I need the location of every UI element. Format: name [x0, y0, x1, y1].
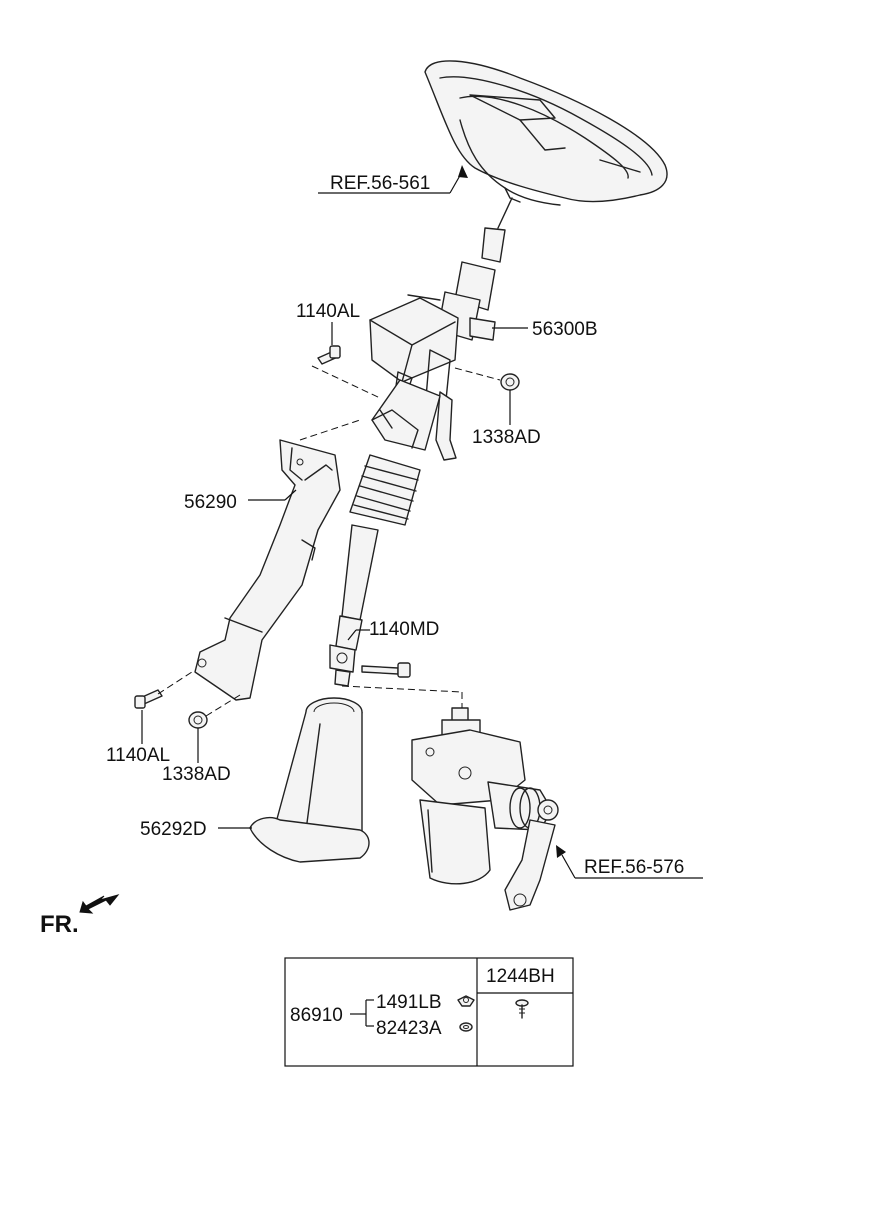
clip-icon [457, 995, 475, 1007]
bolt-1140AL-bottom [134, 689, 163, 709]
label-1140MD: 1140MD [369, 619, 439, 640]
parts-table: 1244BH 86910 1491LB 82423A [284, 957, 574, 1067]
bracket-56290 [194, 439, 341, 701]
table-sub-part-1491LB: 1491LB [376, 992, 442, 1013]
washer-icon [459, 1022, 473, 1032]
label-56300B: 56300B [532, 319, 598, 340]
nut-1338AD-bottom [188, 711, 208, 729]
screw-icon [515, 999, 529, 1019]
label-1338AD-right: 1338AD [472, 427, 541, 448]
leader-lines [141, 165, 703, 879]
label-1338AD-bottom: 1338AD [162, 764, 231, 785]
bolt-1140MD [361, 662, 411, 678]
table-part-86910: 86910 [290, 1005, 343, 1026]
steering-wheel [424, 60, 668, 206]
label-ref-56-576: REF.56-576 [584, 857, 684, 878]
front-arrow-icon [79, 894, 120, 914]
bolt-1140AL-top [317, 345, 341, 365]
steering-gearbox [411, 707, 559, 911]
table-sub-part-82423A: 82423A [376, 1018, 442, 1039]
label-1140AL-top: 1140AL [296, 301, 360, 322]
nut-1338AD-right [500, 373, 520, 391]
label-56292D: 56292D [140, 819, 207, 840]
table-header-1244BH: 1244BH [486, 966, 555, 987]
boot-cover-56292D [249, 697, 370, 863]
label-56290: 56290 [184, 492, 237, 513]
label-1140AL-bottom: 1140AL [106, 745, 170, 766]
front-label: FR. [40, 911, 79, 938]
label-ref-56-561: REF.56-561 [330, 173, 430, 194]
steering-column-assembly [329, 197, 513, 687]
